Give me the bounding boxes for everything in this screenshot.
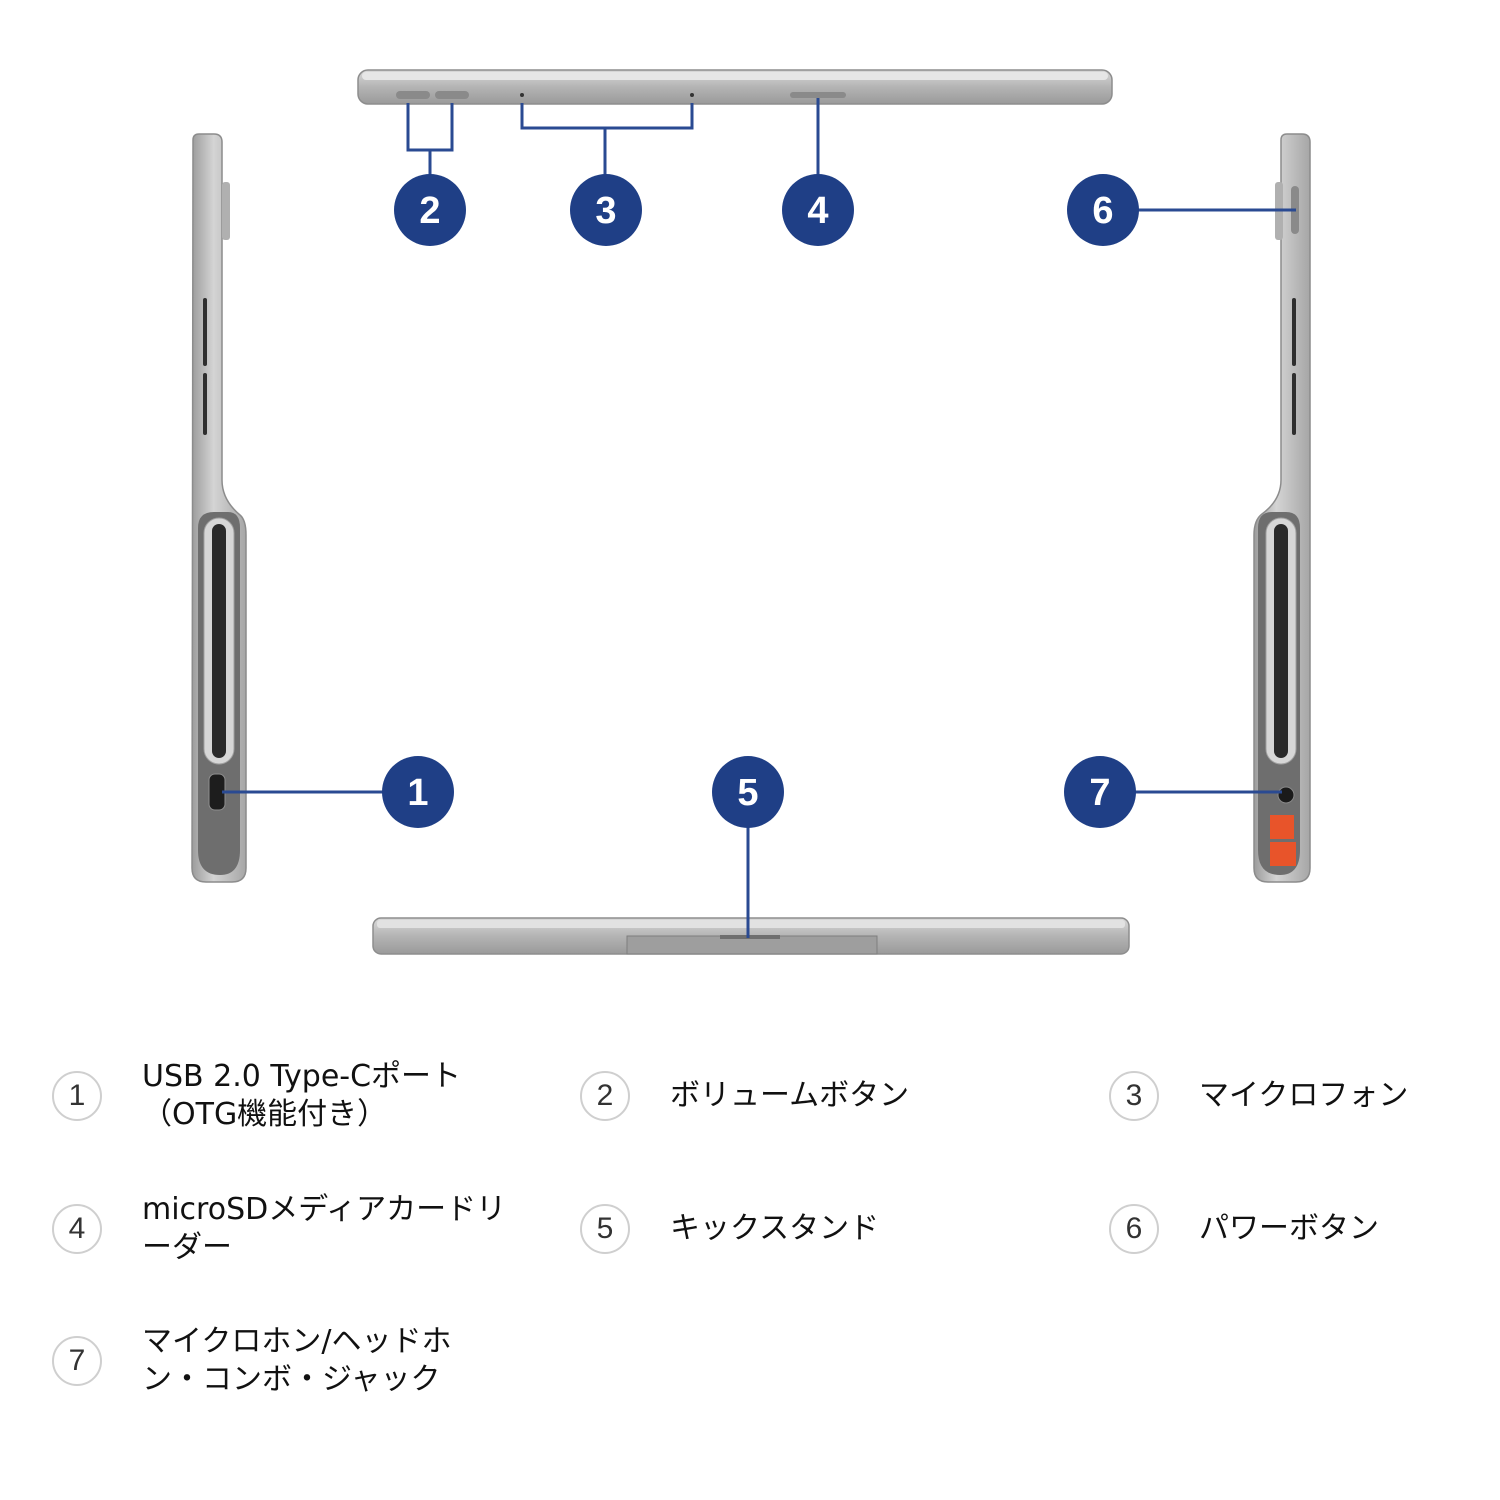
callout-3: 3	[570, 174, 642, 246]
legend-number: 7	[52, 1336, 102, 1386]
audio-jack	[1277, 786, 1295, 804]
legend-label: USB 2.0 Type-Cポート （OTG機能付き）	[142, 1058, 522, 1134]
legend-label: マイクロフォン	[1199, 1077, 1489, 1115]
legend-label: microSDメディアカードリ ーダー	[142, 1191, 522, 1267]
legend-label-line2: （OTG機能付き）	[142, 1097, 388, 1132]
svg-text:6: 6	[1092, 190, 1113, 232]
legend-label-line1: マイクロホン/ヘッドホ	[142, 1324, 452, 1359]
svg-text:5: 5	[737, 772, 758, 814]
legend-number: 1	[52, 1071, 102, 1121]
svg-text:2: 2	[419, 190, 440, 232]
legend-number: 6	[1109, 1204, 1159, 1254]
legend-label: マイクロホン/ヘッドホ ン・コンボ・ジャック	[142, 1323, 522, 1399]
legend-number: 3	[1109, 1071, 1159, 1121]
legend-label: キックスタンド	[670, 1210, 1050, 1248]
legend-label-line2: ン・コンボ・ジャック	[142, 1362, 441, 1397]
callout-1: 1	[382, 756, 454, 828]
microsd-slot	[790, 92, 846, 98]
svg-text:1: 1	[407, 772, 428, 814]
legend-number: 5	[580, 1204, 630, 1254]
leader-lines	[222, 98, 1296, 938]
device-diagram: 1 2 3 4 5 6 7	[191, 69, 1311, 955]
legend-label-line1: USB 2.0 Type-Cポート	[142, 1059, 462, 1094]
svg-text:7: 7	[1089, 772, 1110, 814]
callout-6: 6	[1067, 174, 1139, 246]
legend-label-line1: マイクロフォン	[1199, 1078, 1409, 1113]
tablet-bottom-edge	[372, 917, 1130, 955]
legend-label-line2: ーダー	[142, 1230, 232, 1265]
callout-2: 2	[394, 174, 466, 246]
legend-number: 4	[52, 1204, 102, 1254]
legend-number: 2	[580, 1071, 630, 1121]
callout-7: 7	[1064, 756, 1136, 828]
volume-up-button	[435, 91, 469, 99]
mic-hole-right	[690, 93, 694, 97]
legend-label: パワーボタン	[1199, 1210, 1489, 1248]
legend-label-line1: キックスタンド	[670, 1211, 880, 1246]
mic-hole-left	[520, 93, 524, 97]
callout-5: 5	[712, 756, 784, 828]
callout-4: 4	[782, 174, 854, 246]
tablet-left-side	[191, 133, 247, 883]
svg-text:4: 4	[807, 190, 828, 232]
legend-label-line1: ボリュームボタン	[670, 1078, 910, 1113]
tablet-right-side	[1253, 133, 1311, 883]
legend-label: ボリュームボタン	[670, 1077, 1050, 1115]
tablet-top-edge	[357, 69, 1113, 105]
legend-label-line1: microSDメディアカードリ	[142, 1192, 507, 1227]
volume-down-button	[396, 91, 430, 99]
legend-label-line1: パワーボタン	[1199, 1211, 1379, 1246]
svg-text:3: 3	[595, 190, 616, 232]
